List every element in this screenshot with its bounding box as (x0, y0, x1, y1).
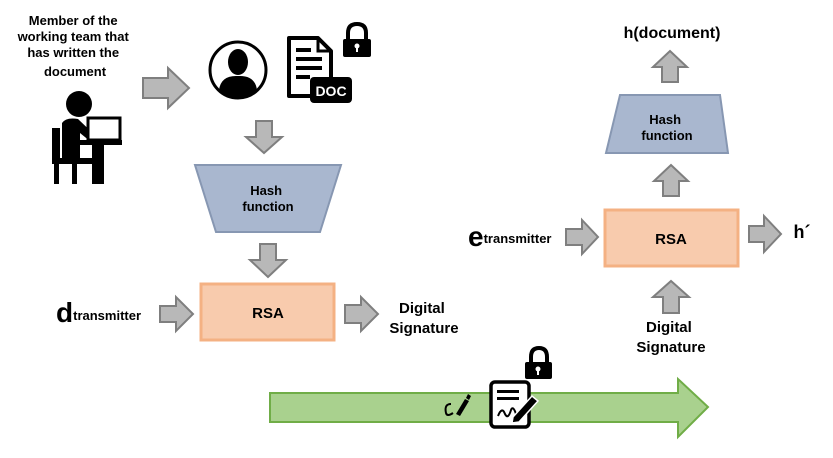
document-icon: DOC (287, 36, 352, 103)
d-transmitter-label: dtransmitter (56, 297, 141, 328)
rsa-label-right: RSA (655, 231, 687, 248)
arrow-rsa-to-signature (344, 294, 380, 334)
transmission-channel-arrow (269, 376, 710, 440)
pen-signature-icon (444, 394, 471, 416)
signed-document-icon (489, 380, 540, 429)
hash-function-block-right: Hash function (604, 94, 730, 154)
avatar-icon (208, 40, 268, 100)
hash-label-right-2: function (641, 128, 692, 143)
hash-function-block-left: Hash function (193, 164, 343, 233)
arrow-e-to-rsa (565, 217, 600, 257)
hash-label-left-1: Hash (250, 183, 282, 198)
hash-label-left-2: function (242, 199, 293, 214)
arrow-to-h-document (650, 49, 690, 83)
lock-icon (343, 21, 371, 57)
signature-label-right: Digital Signature (636, 319, 705, 356)
arrow-to-rsa-left (247, 243, 289, 279)
svg-text:Hash function: Hash function (641, 112, 692, 143)
h-prime-label: h´ (794, 222, 811, 242)
arrow-signature-to-rsa (650, 279, 692, 314)
rsa-label-left: RSA (252, 305, 284, 322)
e-transmitter-label: etransmitter (468, 221, 552, 252)
arrow-d-to-rsa (159, 294, 195, 334)
h-document-label: h(document) (624, 25, 721, 42)
arrow-to-hash-right (651, 163, 691, 197)
arrow-to-author (142, 65, 191, 111)
person-laptop-icon (52, 91, 122, 184)
doc-icon-text: DOC (315, 83, 346, 99)
arrow-rsa-to-h-prime (748, 213, 783, 255)
hash-label-right-1: Hash (649, 112, 681, 127)
member-caption: Member of the working team that has writ… (17, 13, 133, 79)
rsa-block-left: RSA (199, 282, 336, 342)
arrow-to-hash (243, 120, 285, 155)
rsa-block-right: RSA (603, 208, 740, 268)
lock-icon-channel (525, 345, 552, 379)
signature-label-left: Digital Signature (389, 300, 458, 337)
svg-text:Hash function: Hash function (242, 183, 293, 214)
